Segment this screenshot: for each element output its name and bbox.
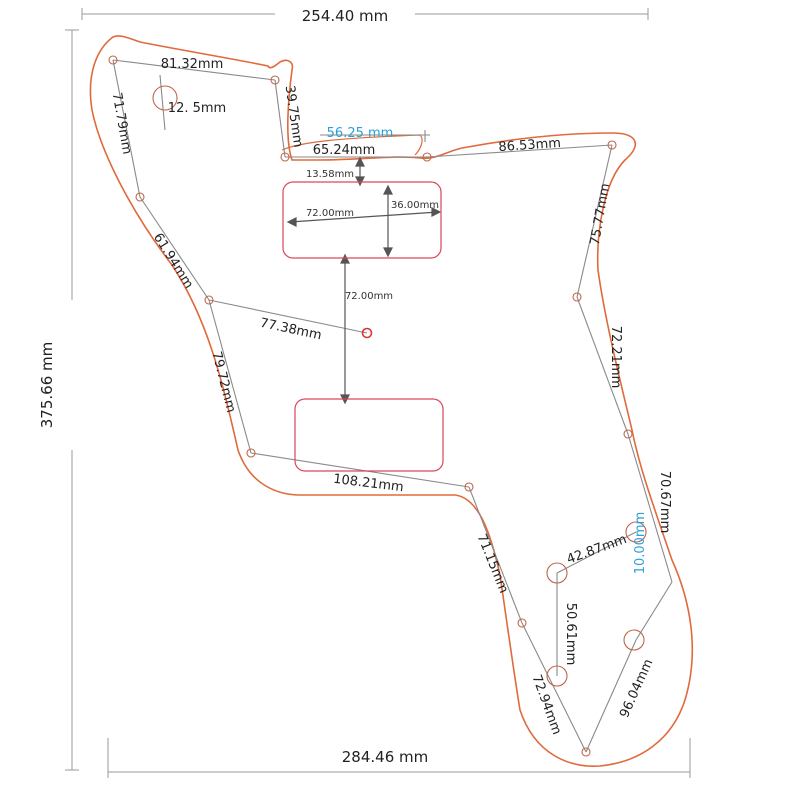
mounting-holes	[108, 55, 647, 757]
neck-pocket-edge	[281, 134, 423, 156]
label-13-58: 13.58mm	[306, 169, 354, 180]
overall-width-top: 254.40 mm	[302, 7, 388, 25]
label-65-24: 65.24mm	[313, 143, 376, 158]
label-86-53: 86.53mm	[498, 136, 561, 155]
label-72-21: 72.21mm	[608, 326, 623, 389]
overall-dimension-lines	[65, 8, 691, 778]
label-56-25: 56.25 mm	[327, 126, 394, 141]
label-81-32: 81.32mm	[161, 57, 224, 72]
neck-pickup-cavity	[282, 181, 442, 259]
label-72-00-spacing: 72.00mm	[345, 291, 393, 302]
label-12-5: 12. 5mm	[168, 101, 226, 116]
label-72-00-width: 72.00mm	[306, 208, 354, 219]
label-79-72: 79.72mm	[209, 350, 239, 414]
label-10-00: 10.00mm	[633, 512, 648, 575]
label-71-79: 71.79mm	[109, 91, 135, 155]
measurement-lines	[112, 59, 673, 753]
bridge-pickup-cavity	[294, 398, 444, 472]
label-72-94: 72.94mm	[529, 673, 564, 737]
label-61-94: 61.94mm	[150, 231, 196, 292]
label-39-75: 39.75mm	[282, 85, 306, 149]
label-70-67: 70.67mm	[657, 471, 672, 534]
overall-height-left: 375.66 mm	[38, 342, 56, 428]
label-77-38: 77.38mm	[259, 316, 323, 344]
dimension-arrows	[286, 156, 442, 405]
label-42-87: 42.87mm	[565, 532, 629, 567]
label-75-77: 75.77mm	[588, 182, 614, 246]
pickguard-outline	[89, 35, 694, 767]
overall-width-bottom: 284.46 mm	[342, 748, 428, 766]
label-36-00: 36.00mm	[391, 200, 439, 211]
label-71-15: 71.15mm	[474, 532, 511, 596]
label-96-04: 96.04mm	[617, 657, 656, 720]
label-50-61: 50.61mm	[563, 603, 578, 666]
